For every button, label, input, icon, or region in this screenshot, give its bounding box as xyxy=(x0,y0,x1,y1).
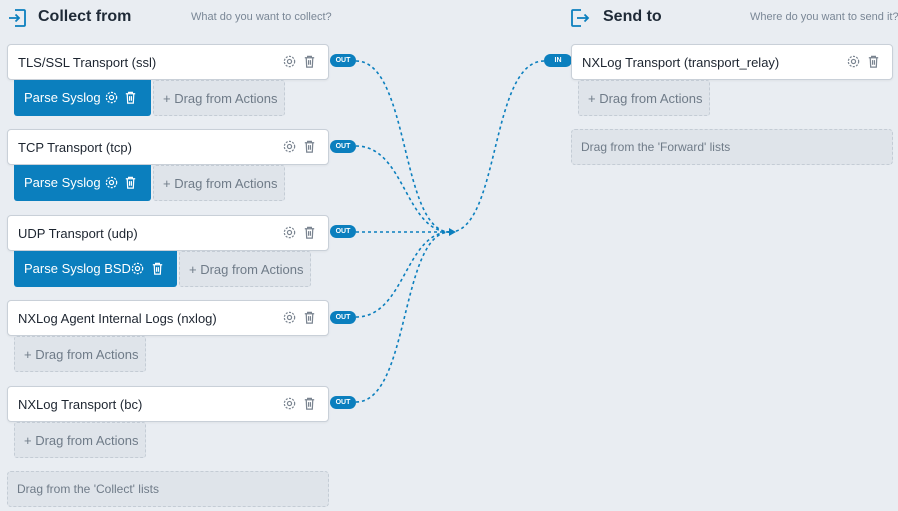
action-label: Parse Syslog BSD xyxy=(24,261,131,276)
send-title: Send to xyxy=(603,8,662,25)
input-label: NXLog Transport (bc) xyxy=(18,397,143,412)
drag-actions-slot[interactable]: + Drag from Actions xyxy=(578,80,710,116)
action-parse-syslog[interactable]: Parse Syslog xyxy=(14,80,151,116)
trash-icon[interactable] xyxy=(302,139,317,154)
gear-icon[interactable] xyxy=(846,54,861,69)
action-parse-syslog-bsd[interactable]: Parse Syslog BSD xyxy=(14,251,177,287)
drag-label: + Drag from Actions xyxy=(189,262,304,277)
drag-label: + Drag from Actions xyxy=(24,347,139,362)
wire-ssl xyxy=(355,60,451,233)
input-card-ssl[interactable]: TLS/SSL Transport (ssl) xyxy=(7,44,329,80)
trash-icon[interactable] xyxy=(302,225,317,240)
input-label: NXLog Agent Internal Logs (nxlog) xyxy=(18,311,217,326)
action-label: Parse Syslog xyxy=(24,90,101,105)
drop-hint: Drag from the 'Forward' lists xyxy=(581,140,731,154)
drag-actions-slot[interactable]: + Drag from Actions xyxy=(153,165,285,201)
trash-icon[interactable] xyxy=(302,54,317,69)
output-card-transport-relay[interactable]: NXLog Transport (transport_relay) xyxy=(571,44,893,80)
trash-icon[interactable] xyxy=(150,261,165,276)
drag-actions-slot[interactable]: + Drag from Actions xyxy=(153,80,285,116)
drop-hint: Drag from the 'Collect' lists xyxy=(17,482,159,496)
input-card-tcp[interactable]: TCP Transport (tcp) xyxy=(7,129,329,165)
gear-icon[interactable] xyxy=(104,90,119,105)
input-card-udp[interactable]: UDP Transport (udp) xyxy=(7,215,329,251)
drag-label: + Drag from Actions xyxy=(163,91,278,106)
out-port[interactable]: OUT xyxy=(330,54,356,67)
trash-icon[interactable] xyxy=(302,310,317,325)
gear-icon[interactable] xyxy=(104,175,119,190)
in-port[interactable]: IN xyxy=(544,54,572,67)
input-card-nxlog[interactable]: NXLog Agent Internal Logs (nxlog) xyxy=(7,300,329,336)
wire-tcp xyxy=(355,145,451,233)
drag-actions-slot[interactable]: + Drag from Actions xyxy=(179,251,311,287)
out-port[interactable]: OUT xyxy=(330,140,356,153)
wire-junction-arrow xyxy=(449,228,456,236)
collect-title: Collect from xyxy=(38,8,132,25)
gear-icon[interactable] xyxy=(130,261,145,276)
drag-actions-slot[interactable]: + Drag from Actions xyxy=(14,336,146,372)
gear-icon[interactable] xyxy=(282,225,297,240)
wire-bc xyxy=(355,231,451,403)
gear-icon[interactable] xyxy=(282,139,297,154)
trash-icon[interactable] xyxy=(866,54,881,69)
out-port[interactable]: OUT xyxy=(330,396,356,409)
input-label: TCP Transport (tcp) xyxy=(18,140,132,155)
send-hint: Where do you want to send it? xyxy=(750,11,898,23)
out-port[interactable]: OUT xyxy=(330,225,356,238)
trash-icon[interactable] xyxy=(123,175,138,190)
gear-icon[interactable] xyxy=(282,310,297,325)
collect-drop-zone[interactable]: Drag from the 'Collect' lists xyxy=(7,471,329,507)
gear-icon[interactable] xyxy=(282,54,297,69)
input-label: UDP Transport (udp) xyxy=(18,226,138,241)
out-port[interactable]: OUT xyxy=(330,311,356,324)
output-label: NXLog Transport (transport_relay) xyxy=(582,55,780,70)
action-parse-syslog[interactable]: Parse Syslog xyxy=(14,165,151,201)
logout-arrow-icon xyxy=(571,9,590,27)
action-label: Parse Syslog xyxy=(24,175,101,190)
gear-icon[interactable] xyxy=(282,396,297,411)
input-card-bc[interactable]: NXLog Transport (bc) xyxy=(7,386,329,422)
trash-icon[interactable] xyxy=(302,396,317,411)
trash-icon[interactable] xyxy=(123,90,138,105)
send-drop-zone[interactable]: Drag from the 'Forward' lists xyxy=(571,129,893,165)
drag-label: + Drag from Actions xyxy=(24,433,139,448)
drag-actions-slot[interactable]: + Drag from Actions xyxy=(14,422,146,458)
input-label: TLS/SSL Transport (ssl) xyxy=(18,55,157,70)
collect-hint: What do you want to collect? xyxy=(191,11,332,23)
wire-relay xyxy=(449,60,545,233)
drag-label: + Drag from Actions xyxy=(588,91,703,106)
login-arrow-icon xyxy=(9,9,26,27)
drag-label: + Drag from Actions xyxy=(163,176,278,191)
wire-nxlog xyxy=(355,231,451,318)
